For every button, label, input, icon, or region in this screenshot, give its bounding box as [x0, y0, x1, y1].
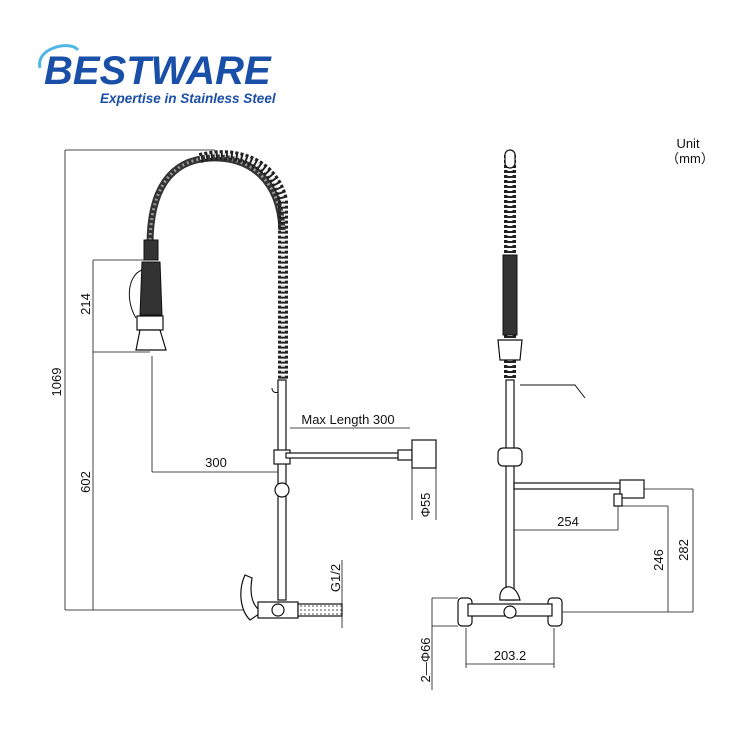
side-view: 1069 214 602 300 — [49, 149, 437, 628]
wall-inlets — [457, 586, 563, 627]
spring-coil — [198, 150, 288, 380]
logo-swoosh — [38, 44, 80, 69]
pre-rinse-spray-valve — [128, 239, 167, 351]
dim-height-282: 282 — [676, 539, 691, 561]
dim-max-length: Max Length 300 — [301, 412, 394, 427]
logo-tagline: Expertise in Stainless Steel — [100, 91, 276, 106]
hose — [146, 154, 286, 246]
dim-spray-reach: 300 — [205, 455, 227, 470]
dim-spray-height: 214 — [78, 293, 93, 315]
front-riser — [505, 379, 515, 601]
bestware-logo: BESTWARE Expertise in Stainless Steel — [38, 44, 276, 106]
front-arm — [513, 482, 625, 490]
faucet-arm — [285, 452, 407, 459]
spray-head-front — [502, 254, 518, 336]
dim-height-246: 246 — [651, 549, 666, 571]
unit-label: Unit — [676, 136, 700, 151]
lower-valve — [240, 560, 343, 628]
dim-diameter-55: Φ55 — [418, 493, 433, 518]
dim-total-height: 1069 — [49, 368, 64, 397]
front-view: 254 246 282 203.2 2—Φ66 — [418, 149, 694, 690]
riser-joint — [274, 482, 290, 498]
logo-wordmark: BESTWARE — [44, 49, 272, 93]
dim-inlet-thread: G1/2 — [328, 564, 343, 592]
dim-lower-height: 602 — [78, 471, 93, 493]
dim-arm-length: 254 — [557, 514, 579, 529]
dim-inlet-spacing: 203.2 — [494, 648, 527, 663]
unit-value: （mm） — [666, 151, 714, 166]
dim-inlet-diameter: 2—Φ66 — [418, 637, 433, 682]
wall-bracket — [411, 439, 437, 469]
